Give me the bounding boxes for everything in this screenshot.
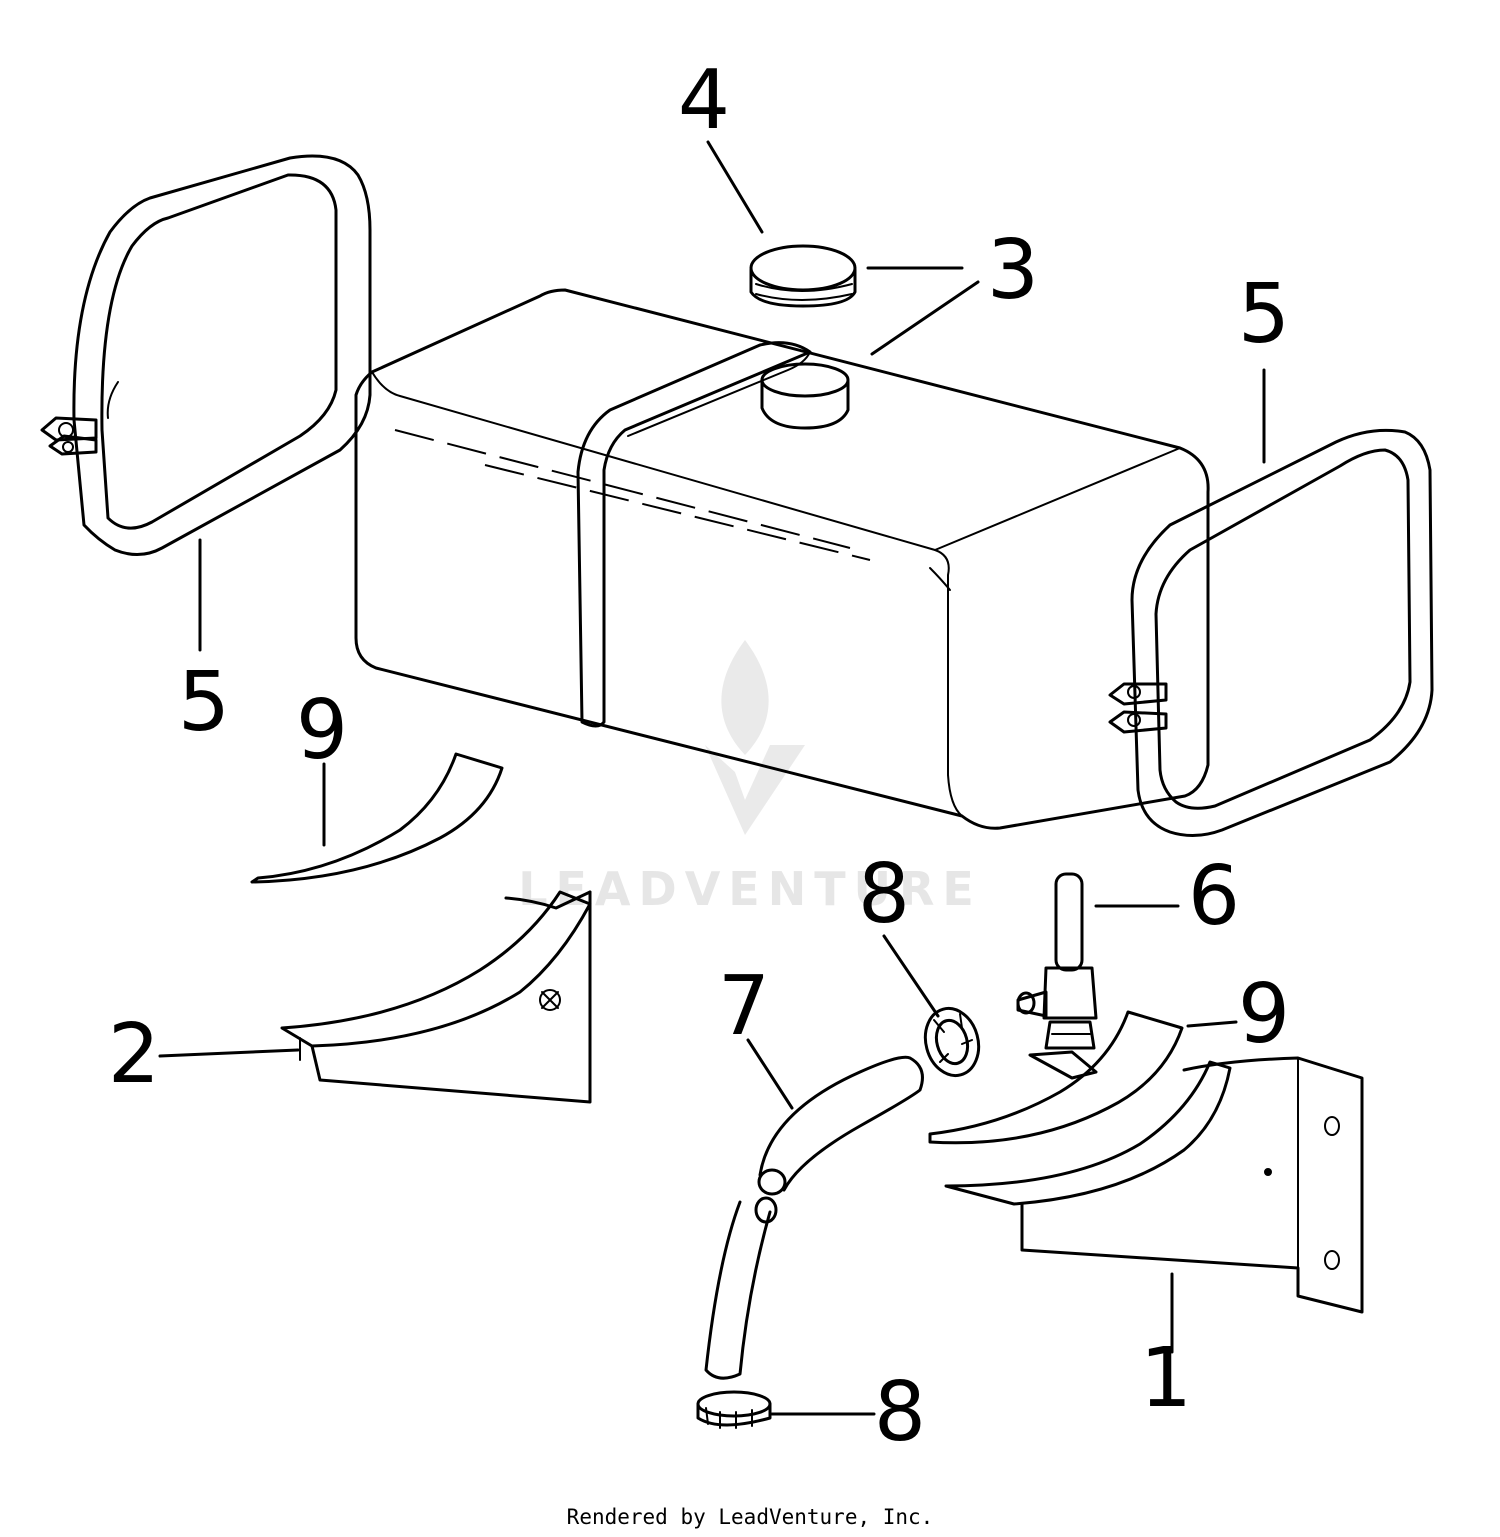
callout-7: 7 [718,959,770,1054]
bracket-right [944,1056,1364,1314]
watermark-text: LEADVENTURE [518,862,982,916]
callout-9-left: 9 [296,683,348,778]
callout-5-right: 5 [1238,267,1290,362]
fuel-shutoff-valve [1016,872,1098,1080]
leadventure-flame-logo-icon [705,640,805,835]
hose-clamp-upper [923,1006,981,1078]
strap-right-clamp [1108,682,1168,734]
callout-labels: 4 3 5 5 9 2 8 6 9 7 8 1 [108,53,1290,1460]
bracket-left [280,890,592,1104]
filler-cap [749,244,857,308]
callout-8-lower: 8 [874,1365,926,1460]
callout-8-upper: 8 [858,847,910,942]
strap-right [1108,428,1434,837]
strap-left-clamp [40,416,98,456]
callout-2: 2 [108,1007,160,1102]
callout-3: 3 [987,223,1039,318]
leader-lines [158,140,1266,1416]
pad-left [250,752,504,884]
fuel-tank [354,288,1210,830]
filler-neck [760,362,850,430]
callout-4: 4 [678,53,730,148]
strap-left [40,154,372,556]
callout-1: 1 [1140,1331,1192,1426]
callout-5-left: 5 [178,655,230,750]
callout-6: 6 [1188,849,1240,944]
footer-credit: Rendered by LeadVenture, Inc. [567,1505,934,1529]
fuel-hose [704,1055,924,1380]
leadventure-watermark: LEADVENTURE [518,640,982,916]
hose-clamp-lower [696,1390,772,1429]
pad-right [928,1010,1184,1145]
callout-9-right: 9 [1238,967,1290,1062]
